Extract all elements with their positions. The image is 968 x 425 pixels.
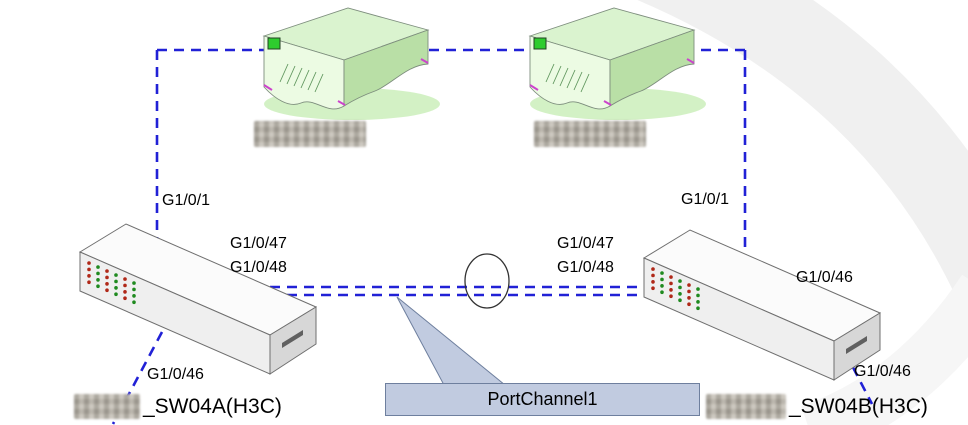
router-left [262,7,440,120]
switch-b-port-slot [846,336,867,354]
port-label-right-uplink: G1/0/1 [681,191,730,208]
router-right-accents [529,58,695,106]
switch-b-name-prefix-redacted [706,394,786,419]
background-swoosh [637,0,968,299]
router-left-accents [263,58,429,106]
router-right-front-face [529,35,611,110]
switch-a [78,223,318,375]
router-right-led-panel [533,37,547,50]
router-right-side-face [609,29,695,107]
port-label-left-down: G1/0/46 [147,366,204,383]
link-lines [111,48,874,425]
callout-pointer [396,296,507,386]
switch-a-name: _SW04A(H3C) [74,394,282,419]
router-right-caption-redacted [534,121,646,147]
router-right [528,7,706,120]
router-left-caption-redacted [254,121,366,147]
port-label-right-down: G1/0/46 [854,363,911,380]
port-label-right-po-47: G1/0/47 [557,235,614,252]
router-left-front-face [263,35,345,110]
background-swoosh-2 [800,274,968,425]
portchannel-callout-label: PortChannel1 [487,389,598,409]
switch-a-name-prefix-redacted [74,394,140,419]
portchannel-ellipse-annotation [464,253,510,309]
switch-b-name: _SW04B(H3C) [706,394,928,419]
port-label-left-po-48: G1/0/48 [230,259,287,276]
router-left-led-panel [267,37,281,50]
port-label-right-side: G1/0/46 [796,269,853,286]
port-label-left-po-47: G1/0/47 [230,235,287,252]
switch-a-name-suffix: _SW04A(H3C) [143,394,282,418]
router-left-side-face [343,29,429,107]
switch-b [642,229,882,381]
switch-b-name-suffix: _SW04B(H3C) [789,394,928,418]
router-right-vents [545,63,590,93]
port-label-left-uplink: G1/0/1 [162,192,211,209]
switch-a-port-slot [282,330,303,348]
port-label-right-po-48: G1/0/48 [557,259,614,276]
router-left-vents [279,63,324,93]
portchannel-callout: PortChannel1 [385,383,700,416]
